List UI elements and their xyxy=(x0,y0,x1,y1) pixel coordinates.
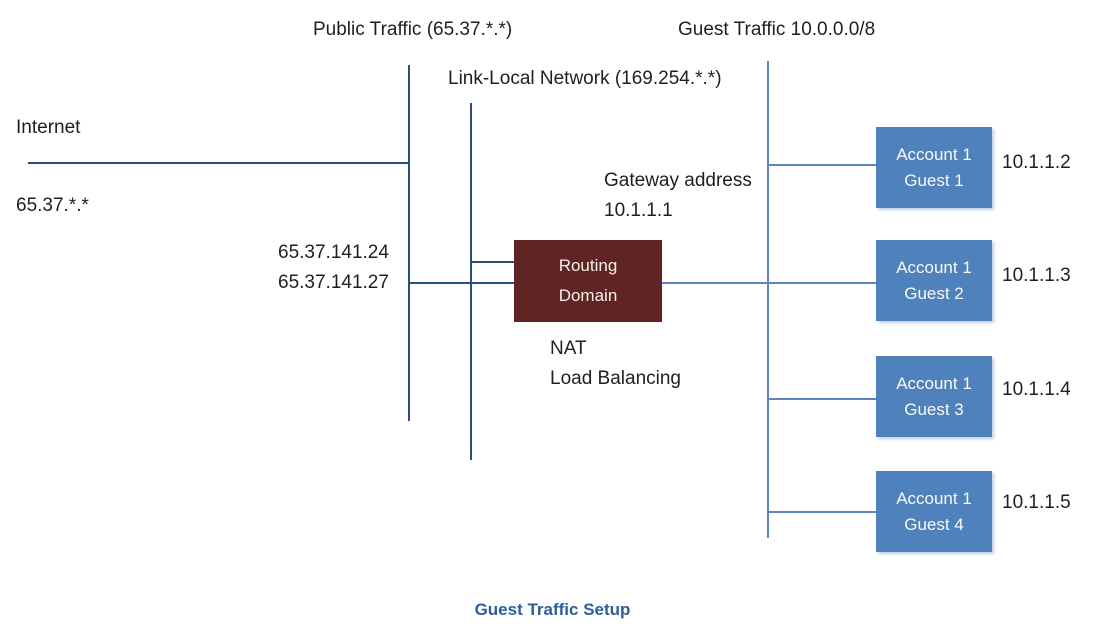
gateway-ip-label: 10.1.1.1 xyxy=(604,200,673,221)
diagram-caption: Guest Traffic Setup xyxy=(474,600,631,619)
guest-2-ip-label: 10.1.1.3 xyxy=(1002,265,1071,286)
public-traffic-bus-line xyxy=(408,65,410,421)
bus-to-guest3-line xyxy=(768,398,877,400)
guest-traffic-bus-line xyxy=(767,61,769,538)
guest-4-ip-label: 10.1.1.5 xyxy=(1002,492,1071,513)
public-ip-1-label: 65.37.141.24 xyxy=(278,242,389,263)
guest-3-ip-label: 10.1.1.4 xyxy=(1002,379,1071,400)
public-ip-2-label: 65.37.141.27 xyxy=(278,272,389,293)
guest-1-ip-label: 10.1.1.2 xyxy=(1002,152,1071,173)
link-local-label: Link-Local Network (169.254.*.*) xyxy=(448,68,722,89)
guest-node-3-name: Guest 3 xyxy=(904,399,964,419)
public-to-routing-line xyxy=(409,282,515,284)
load-balancing-label: Load Balancing xyxy=(550,368,681,389)
guest-node-3: Account 1 Guest 3 xyxy=(876,356,992,437)
guest-node-1: Account 1 Guest 1 xyxy=(876,127,992,208)
guest-node-3-account: Account 1 xyxy=(896,373,972,393)
link-local-bus-line xyxy=(470,103,472,460)
gateway-address-label: Gateway address xyxy=(604,170,752,191)
guest-traffic-label: Guest Traffic 10.0.0.0/8 xyxy=(678,19,876,40)
internet-label: Internet xyxy=(16,117,81,138)
nat-label: NAT xyxy=(550,338,587,359)
public-traffic-label: Public Traffic (65.37.*.*) xyxy=(313,19,513,40)
guest-node-1-name: Guest 1 xyxy=(904,170,964,190)
routing-domain-label-line2: Domain xyxy=(558,286,618,305)
guest-node-4: Account 1 Guest 4 xyxy=(876,471,992,552)
guest-node-2: Account 1 Guest 2 xyxy=(876,240,992,321)
routing-domain-node: Routing Domain xyxy=(514,240,662,322)
guest-node-1-account: Account 1 xyxy=(896,144,972,164)
bus-to-guest4-line xyxy=(768,511,876,513)
routing-to-guest2-line xyxy=(662,282,876,284)
guest-node-2-name: Guest 2 xyxy=(904,283,964,303)
internet-line xyxy=(28,162,409,164)
internet-ip-label: 65.37.*.* xyxy=(16,195,89,216)
guest-node-4-account: Account 1 xyxy=(896,488,972,508)
routing-domain-label-line1: Routing xyxy=(558,256,618,275)
guest-node-2-account: Account 1 xyxy=(896,257,972,277)
bus-to-guest1-line xyxy=(768,164,876,166)
link-local-to-routing-line xyxy=(471,261,515,263)
guest-node-4-name: Guest 4 xyxy=(904,514,964,534)
